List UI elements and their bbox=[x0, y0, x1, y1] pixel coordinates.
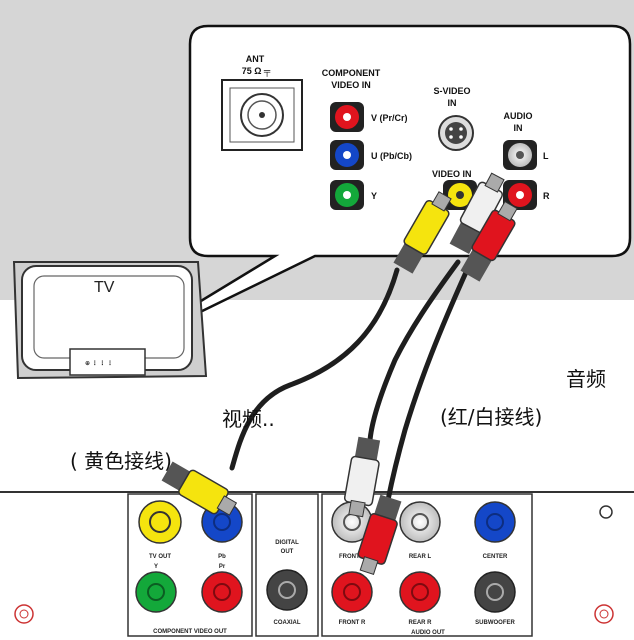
tv-out-jack: TV OUT bbox=[138, 500, 182, 560]
svg-text:IN: IN bbox=[448, 98, 457, 108]
svg-text:75 Ω ╤: 75 Ω ╤ bbox=[242, 66, 271, 77]
red-audio-cable bbox=[385, 267, 470, 503]
audio-out-label: AUDIO OUT bbox=[411, 630, 445, 636]
yellow-plug-top bbox=[393, 191, 452, 274]
audio-l-jack: L bbox=[503, 140, 549, 170]
y-out-jack: Y bbox=[135, 564, 177, 613]
cables bbox=[229, 259, 470, 503]
video-cable-annotation: ( 黄色接线) bbox=[70, 449, 172, 473]
white-plug-bottom bbox=[343, 436, 381, 518]
audio-cable-annotation: (红/白接线) bbox=[440, 405, 542, 429]
svg-text:⊕ ⋮ ⋮ ⋮: ⊕ ⋮ ⋮ ⋮ bbox=[85, 360, 113, 367]
s-video-label: S-VIDEO bbox=[433, 86, 470, 96]
svg-text:FRONT L: FRONT L bbox=[339, 554, 365, 560]
svg-text:Pb: Pb bbox=[218, 554, 226, 560]
component-u-jack: U (Pb/Cb) bbox=[330, 140, 412, 170]
svg-text:REAR L: REAR L bbox=[409, 554, 432, 560]
component-v-jack: V (Pr/Cr) bbox=[330, 102, 408, 132]
svg-text:VIDEO IN: VIDEO IN bbox=[331, 80, 371, 90]
svg-text:OUT: OUT bbox=[281, 549, 294, 555]
tv-connector-panel bbox=[69, 348, 146, 376]
red-plug-bottom bbox=[357, 494, 402, 576]
rear-l-jack: REAR L bbox=[399, 501, 441, 560]
digital-out-label: DIGITAL bbox=[275, 540, 299, 546]
center-jack: CENTER bbox=[474, 501, 516, 560]
front-r-jack: FRONT R bbox=[331, 571, 373, 626]
component-video-out-label: COMPONENT VIDEO OUT bbox=[153, 629, 227, 635]
svg-text:SUBWOOFER: SUBWOOFER bbox=[475, 620, 515, 626]
svg-text:IN: IN bbox=[514, 123, 523, 133]
svg-text:Pr: Pr bbox=[219, 564, 226, 570]
rear-r-jack: REAR R bbox=[399, 571, 441, 626]
svg-text:CENTER: CENTER bbox=[483, 554, 508, 560]
player-back-panel bbox=[0, 490, 634, 640]
white-audio-cable bbox=[367, 259, 461, 443]
video-annotation: 视频.. bbox=[222, 407, 275, 431]
video-in-label: VIDEO IN bbox=[432, 169, 472, 179]
yellow-video-cable bbox=[229, 267, 400, 471]
audio-annotation: 音频 bbox=[566, 367, 606, 391]
svg-text:R: R bbox=[543, 191, 550, 201]
svg-text:Y: Y bbox=[154, 564, 158, 570]
audio-in-label: AUDIO bbox=[504, 111, 533, 121]
component-y-jack: Y bbox=[330, 180, 377, 210]
svg-text:V (Pr/Cr): V (Pr/Cr) bbox=[371, 113, 408, 123]
subwoofer-jack: SUBWOOFER bbox=[474, 571, 516, 626]
svg-text:FRONT R: FRONT R bbox=[339, 620, 366, 626]
red-plug-top bbox=[460, 200, 518, 282]
svg-text:COAXIAL: COAXIAL bbox=[274, 620, 301, 626]
svg-text:L: L bbox=[543, 151, 549, 161]
svg-text:U (Pb/Cb): U (Pb/Cb) bbox=[371, 151, 412, 161]
yellow-plug-bottom bbox=[161, 461, 238, 516]
tv-label: TV bbox=[94, 279, 115, 296]
s-video-jack bbox=[438, 115, 474, 151]
svg-text:REAR R: REAR R bbox=[408, 620, 432, 626]
svg-text:TV OUT: TV OUT bbox=[149, 554, 171, 560]
pr-out-jack: Pr bbox=[201, 564, 243, 613]
svg-text:ANT: ANT bbox=[246, 54, 265, 64]
audio-r-jack: R bbox=[503, 180, 550, 210]
coaxial-jack: COAXIAL bbox=[266, 569, 308, 626]
ant-connector: ANT 75 Ω ╤ bbox=[221, 54, 303, 151]
tv-set: ⊕ ⋮ ⋮ ⋮ TV bbox=[12, 261, 208, 380]
svg-text:Y: Y bbox=[371, 191, 377, 201]
component-video-in-label: COMPONENT bbox=[322, 68, 381, 78]
